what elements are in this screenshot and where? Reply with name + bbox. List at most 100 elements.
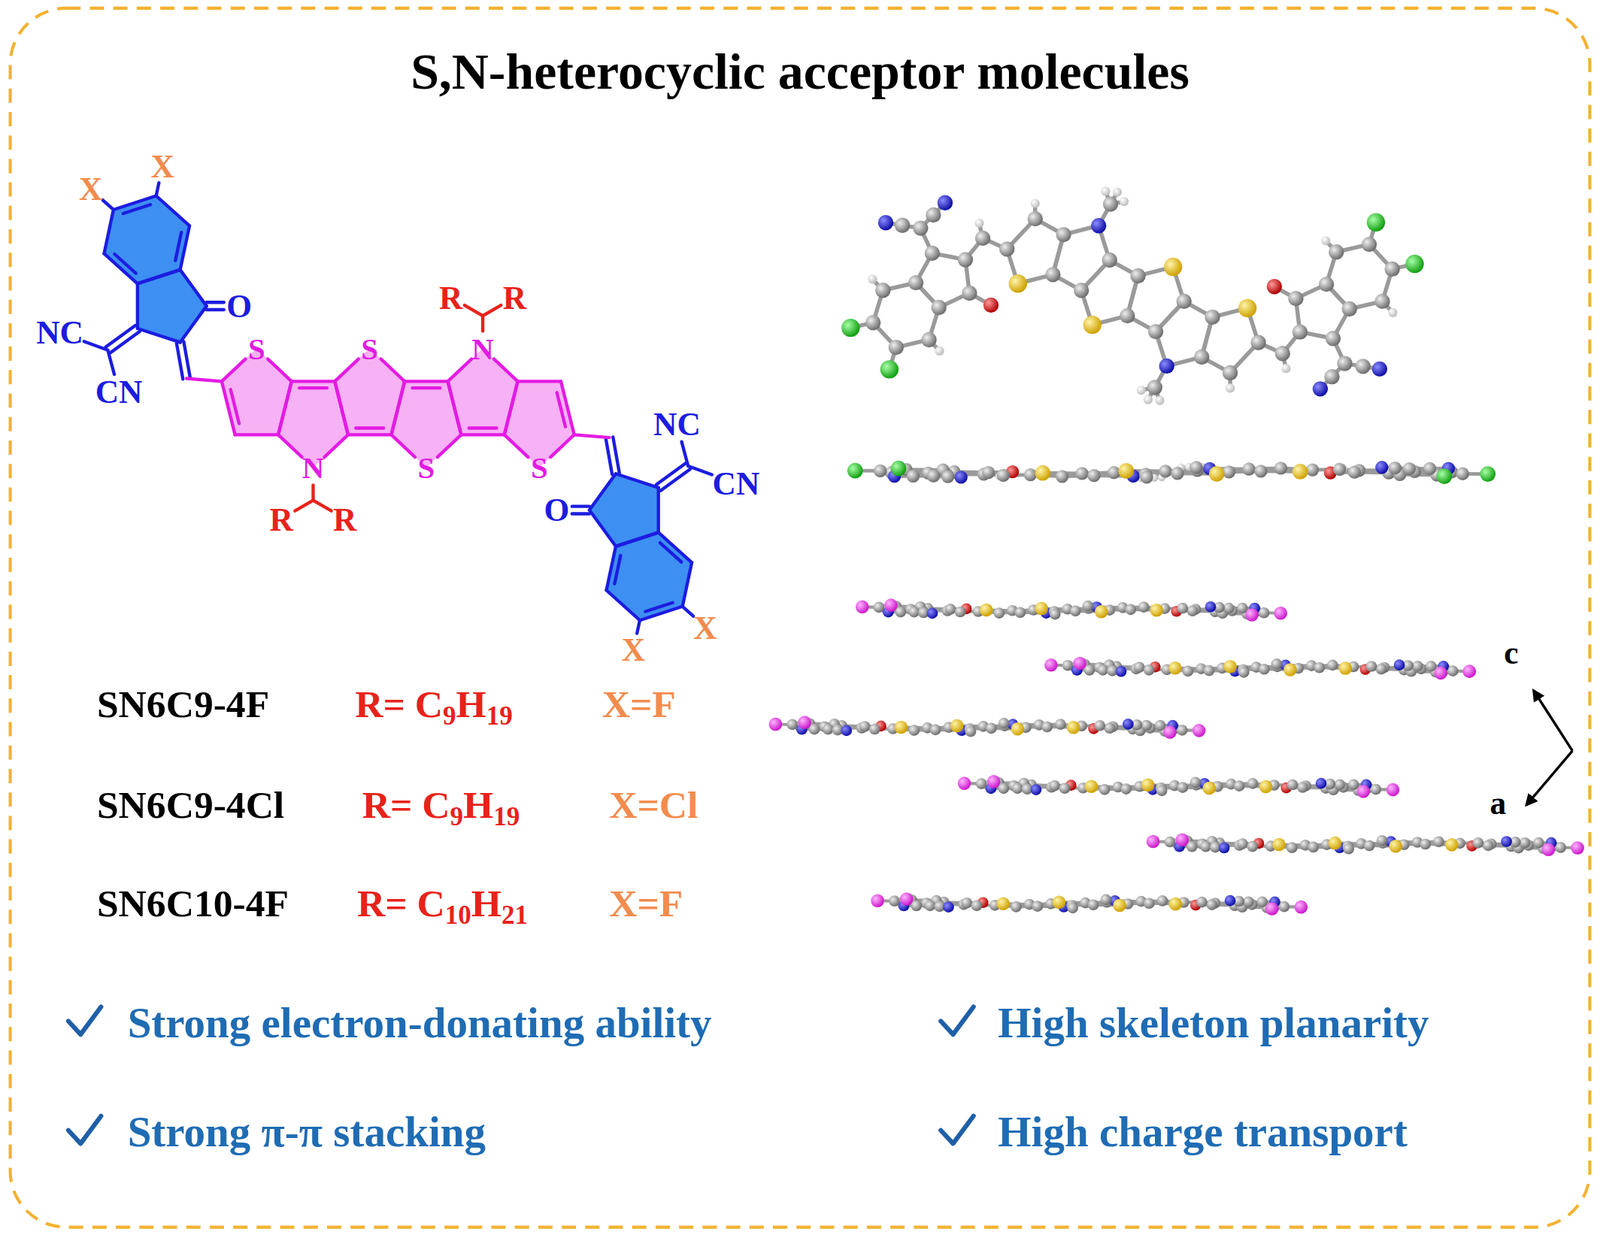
- atom-ball: [797, 715, 812, 730]
- atom-ball: [927, 469, 940, 482]
- atom-ball: [888, 895, 900, 907]
- atom-label: O: [544, 493, 570, 527]
- bond-line: [660, 542, 682, 563]
- atom-ball: [1222, 465, 1236, 479]
- atom-ball: [1479, 466, 1496, 482]
- bond-line: [156, 182, 160, 196]
- bond-line: [615, 532, 659, 546]
- atom-label: CN: [95, 375, 143, 408]
- bond-line: [313, 500, 332, 512]
- atom-ball: [1205, 601, 1217, 613]
- atom-ball: [1087, 469, 1100, 482]
- atom-ball: [1339, 661, 1353, 676]
- atom-ball: [1049, 609, 1061, 621]
- atom-ball: [841, 318, 860, 337]
- alkyl-label: R: [503, 281, 527, 314]
- atom-ball: [971, 900, 983, 912]
- atom-ball: [1433, 666, 1448, 681]
- atom-ball: [1482, 840, 1494, 852]
- atom-ball: [1206, 899, 1218, 911]
- crystal-axes: [1526, 690, 1573, 806]
- atom-ball: [1140, 720, 1152, 732]
- bond-line: [464, 305, 483, 316]
- atom-ball: [1112, 899, 1127, 913]
- bond-line: [560, 381, 575, 435]
- atom-ball: [1203, 781, 1217, 796]
- bond-line: [481, 315, 485, 331]
- atom-ball: [890, 460, 907, 477]
- atom-ball: [1271, 658, 1283, 670]
- bond-line: [639, 606, 683, 621]
- atom-ball: [1168, 661, 1182, 676]
- atom-ball: [1138, 601, 1150, 613]
- atom-ball: [1242, 462, 1255, 476]
- bond-line: [448, 359, 473, 382]
- atom-ball: [1375, 460, 1388, 474]
- substituent-label: X=F: [602, 684, 676, 725]
- atom-ball: [1403, 462, 1416, 476]
- atom-ball: [1094, 605, 1109, 619]
- axis-arrow: [1533, 690, 1573, 752]
- molecule-model: [847, 460, 1496, 485]
- molecule-model: [1146, 833, 1585, 857]
- atom-ball: [1412, 660, 1424, 673]
- atom-ball: [1170, 466, 1184, 480]
- bond-line: [390, 381, 405, 435]
- bond-line: [682, 562, 692, 607]
- atom-ball: [1296, 781, 1309, 794]
- title: S,N-heterocyclic acceptor molecules: [410, 45, 1190, 97]
- substituent-label: X=F: [609, 883, 683, 923]
- atom-ball: [1336, 355, 1352, 371]
- bond-line: [103, 209, 113, 254]
- atom-ball: [1218, 842, 1231, 855]
- alkyl-label: R: [269, 502, 294, 535]
- atom-ball: [996, 896, 1010, 911]
- atom-ball: [1156, 785, 1168, 797]
- atom-ball: [1097, 664, 1110, 676]
- atom-ball: [930, 724, 942, 737]
- atom-ball: [822, 724, 834, 736]
- atom-ball: [1015, 606, 1027, 619]
- atom-ball: [1175, 833, 1190, 847]
- atom-ball: [925, 207, 941, 223]
- bond-line: [589, 473, 616, 510]
- atom-ball: [1041, 721, 1053, 734]
- atom-ball: [998, 718, 1010, 730]
- atom-ball: [1294, 900, 1309, 915]
- atom-label: CN: [712, 467, 761, 500]
- atom-ball: [1136, 385, 1146, 395]
- atom-ball: [1164, 836, 1176, 849]
- bond-line: [113, 195, 157, 210]
- atom-ball: [1500, 836, 1513, 848]
- structure-formula: [84, 182, 713, 634]
- atom-label: N: [302, 452, 325, 484]
- atom-ball: [1133, 661, 1146, 673]
- atom-ball: [1104, 722, 1116, 734]
- atom-ball: [997, 783, 1010, 795]
- atom-ball: [1066, 721, 1081, 735]
- atom-ball: [1287, 290, 1304, 307]
- atom-ball: [1324, 369, 1340, 385]
- atom-ball: [1223, 603, 1235, 615]
- substituent-label: X=Cl: [609, 785, 698, 825]
- molecule-model: [1044, 657, 1476, 681]
- bond-line: [137, 269, 181, 284]
- atom-ball: [1048, 780, 1061, 792]
- bond-line: [606, 590, 640, 621]
- atom-ball: [1196, 896, 1208, 909]
- atom-ball: [1445, 838, 1459, 852]
- atom-ball: [1372, 361, 1388, 377]
- atom-ball: [880, 360, 899, 379]
- atom-ball: [975, 230, 991, 246]
- atom-ball: [1272, 838, 1286, 852]
- atom-ball: [975, 778, 988, 790]
- atom-ball: [1177, 781, 1189, 794]
- atom-ball: [1242, 896, 1255, 909]
- atom-ball: [900, 892, 914, 907]
- atom-ball: [1223, 660, 1237, 674]
- atom-ball: [1281, 363, 1291, 373]
- bond-line: [206, 308, 225, 312]
- bond-line: [107, 350, 115, 375]
- bond-line: [504, 381, 519, 435]
